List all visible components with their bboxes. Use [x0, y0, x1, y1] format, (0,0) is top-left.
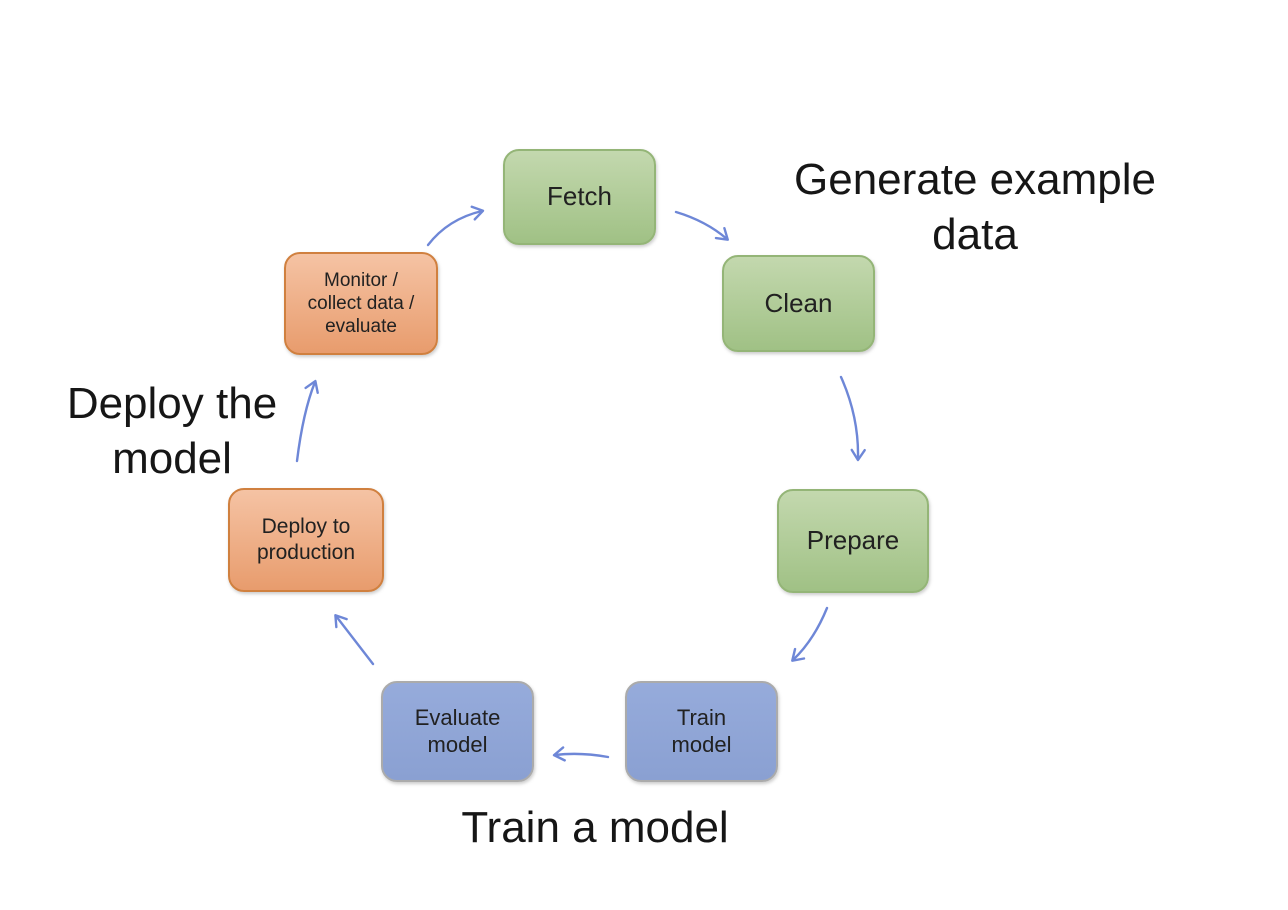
arrow-evaluate-model-to-deploy: [334, 614, 375, 666]
node-prepare-label: Prepare: [806, 525, 900, 556]
node-deploy-to-production-label: Deploy to production: [256, 515, 356, 564]
arrow-clean-to-prepare: [839, 375, 866, 462]
annotation-deploy-the-model: Deploy the model: [66, 379, 278, 483]
node-prepare: Prepare: [777, 489, 929, 593]
node-fetch: Fetch: [503, 149, 656, 245]
node-train-model: Train model: [625, 681, 778, 782]
annotation-generate-example-data: Generate example data: [794, 155, 1156, 259]
node-monitor: Monitor / collect data / evaluate: [284, 252, 438, 355]
node-monitor-label: Monitor / collect data / evaluate: [307, 269, 415, 338]
node-evaluate-model-label: Evaluate model: [414, 704, 501, 757]
node-fetch-label: Fetch: [546, 181, 613, 212]
arrow-monitor-to-fetch: [426, 205, 485, 247]
node-clean: Clean: [722, 255, 875, 352]
node-deploy-to-production: Deploy to production: [228, 488, 384, 592]
node-clean-label: Clean: [764, 287, 833, 318]
annotation-train-a-model: Train a model: [461, 803, 729, 852]
arrow-fetch-to-clean: [674, 210, 729, 241]
arrow-train-model-to-evaluate-model: [552, 746, 610, 762]
arrow-prepare-to-train-model: [791, 606, 829, 662]
node-train-model-label: Train model: [671, 704, 732, 757]
node-evaluate-model: Evaluate model: [381, 681, 534, 782]
